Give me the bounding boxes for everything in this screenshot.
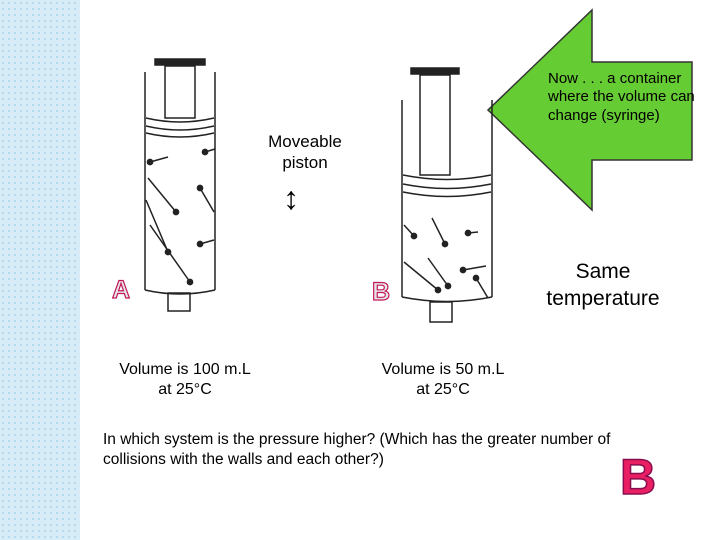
piston-label: Moveable piston — [250, 132, 360, 173]
updown-arrow-icon: ↕ — [283, 180, 299, 216]
syringe-b-molecules — [403, 217, 489, 299]
syringe-b-plunger-cap — [410, 67, 460, 75]
syringe-a-piston-bottom — [145, 132, 215, 138]
syringe-b-piston-top — [402, 174, 492, 181]
syringe-a-barrel-bottom — [144, 289, 216, 295]
decorative-sidebar — [0, 0, 80, 540]
syringe-b-piston-mid — [402, 183, 492, 190]
syringe-a-tip — [167, 292, 191, 312]
same-temperature-label: Same temperature — [528, 258, 678, 313]
syringe-a-volume: Volume is 100 m.L — [119, 361, 251, 378]
syringe-b-volume: Volume is 50 m.L — [381, 361, 505, 378]
syringe-a-plunger-rod — [164, 65, 196, 119]
syringe-a-piston-top — [145, 117, 215, 123]
syringe-a-label: A — [111, 275, 131, 304]
callout-arrow — [486, 8, 693, 212]
syringe-b-barrel-bottom — [401, 296, 493, 303]
syringe-a-temperature: at 25°C — [158, 380, 212, 398]
callout-text: Now . . . a container where the volume c… — [548, 70, 695, 124]
syringe-a-caption: Volume is 100 m.L at 25°C — [95, 360, 275, 399]
syringe-b-temperature: at 25°C — [416, 380, 470, 398]
syringe-b-piston-bottom — [402, 191, 492, 198]
syringe-b-label: B — [371, 277, 391, 306]
syringe-a — [144, 58, 216, 312]
piston-label-text: Moveable piston — [268, 132, 342, 172]
syringe-b-caption: Volume is 50 m.L at 25°C — [353, 360, 533, 399]
syringe-a-plunger-cap — [154, 58, 206, 66]
syringe-b-tip — [429, 301, 453, 323]
same-temperature-text: Same temperature — [546, 260, 660, 311]
syringe-a-molecules — [145, 148, 216, 286]
syringe-a-piston-mid — [145, 125, 215, 131]
question-text: In which system is the pressure higher? … — [103, 431, 611, 469]
syringe-b-plunger-rod — [419, 74, 451, 176]
syringe-b — [401, 67, 493, 323]
answer-letter: B — [619, 448, 657, 506]
